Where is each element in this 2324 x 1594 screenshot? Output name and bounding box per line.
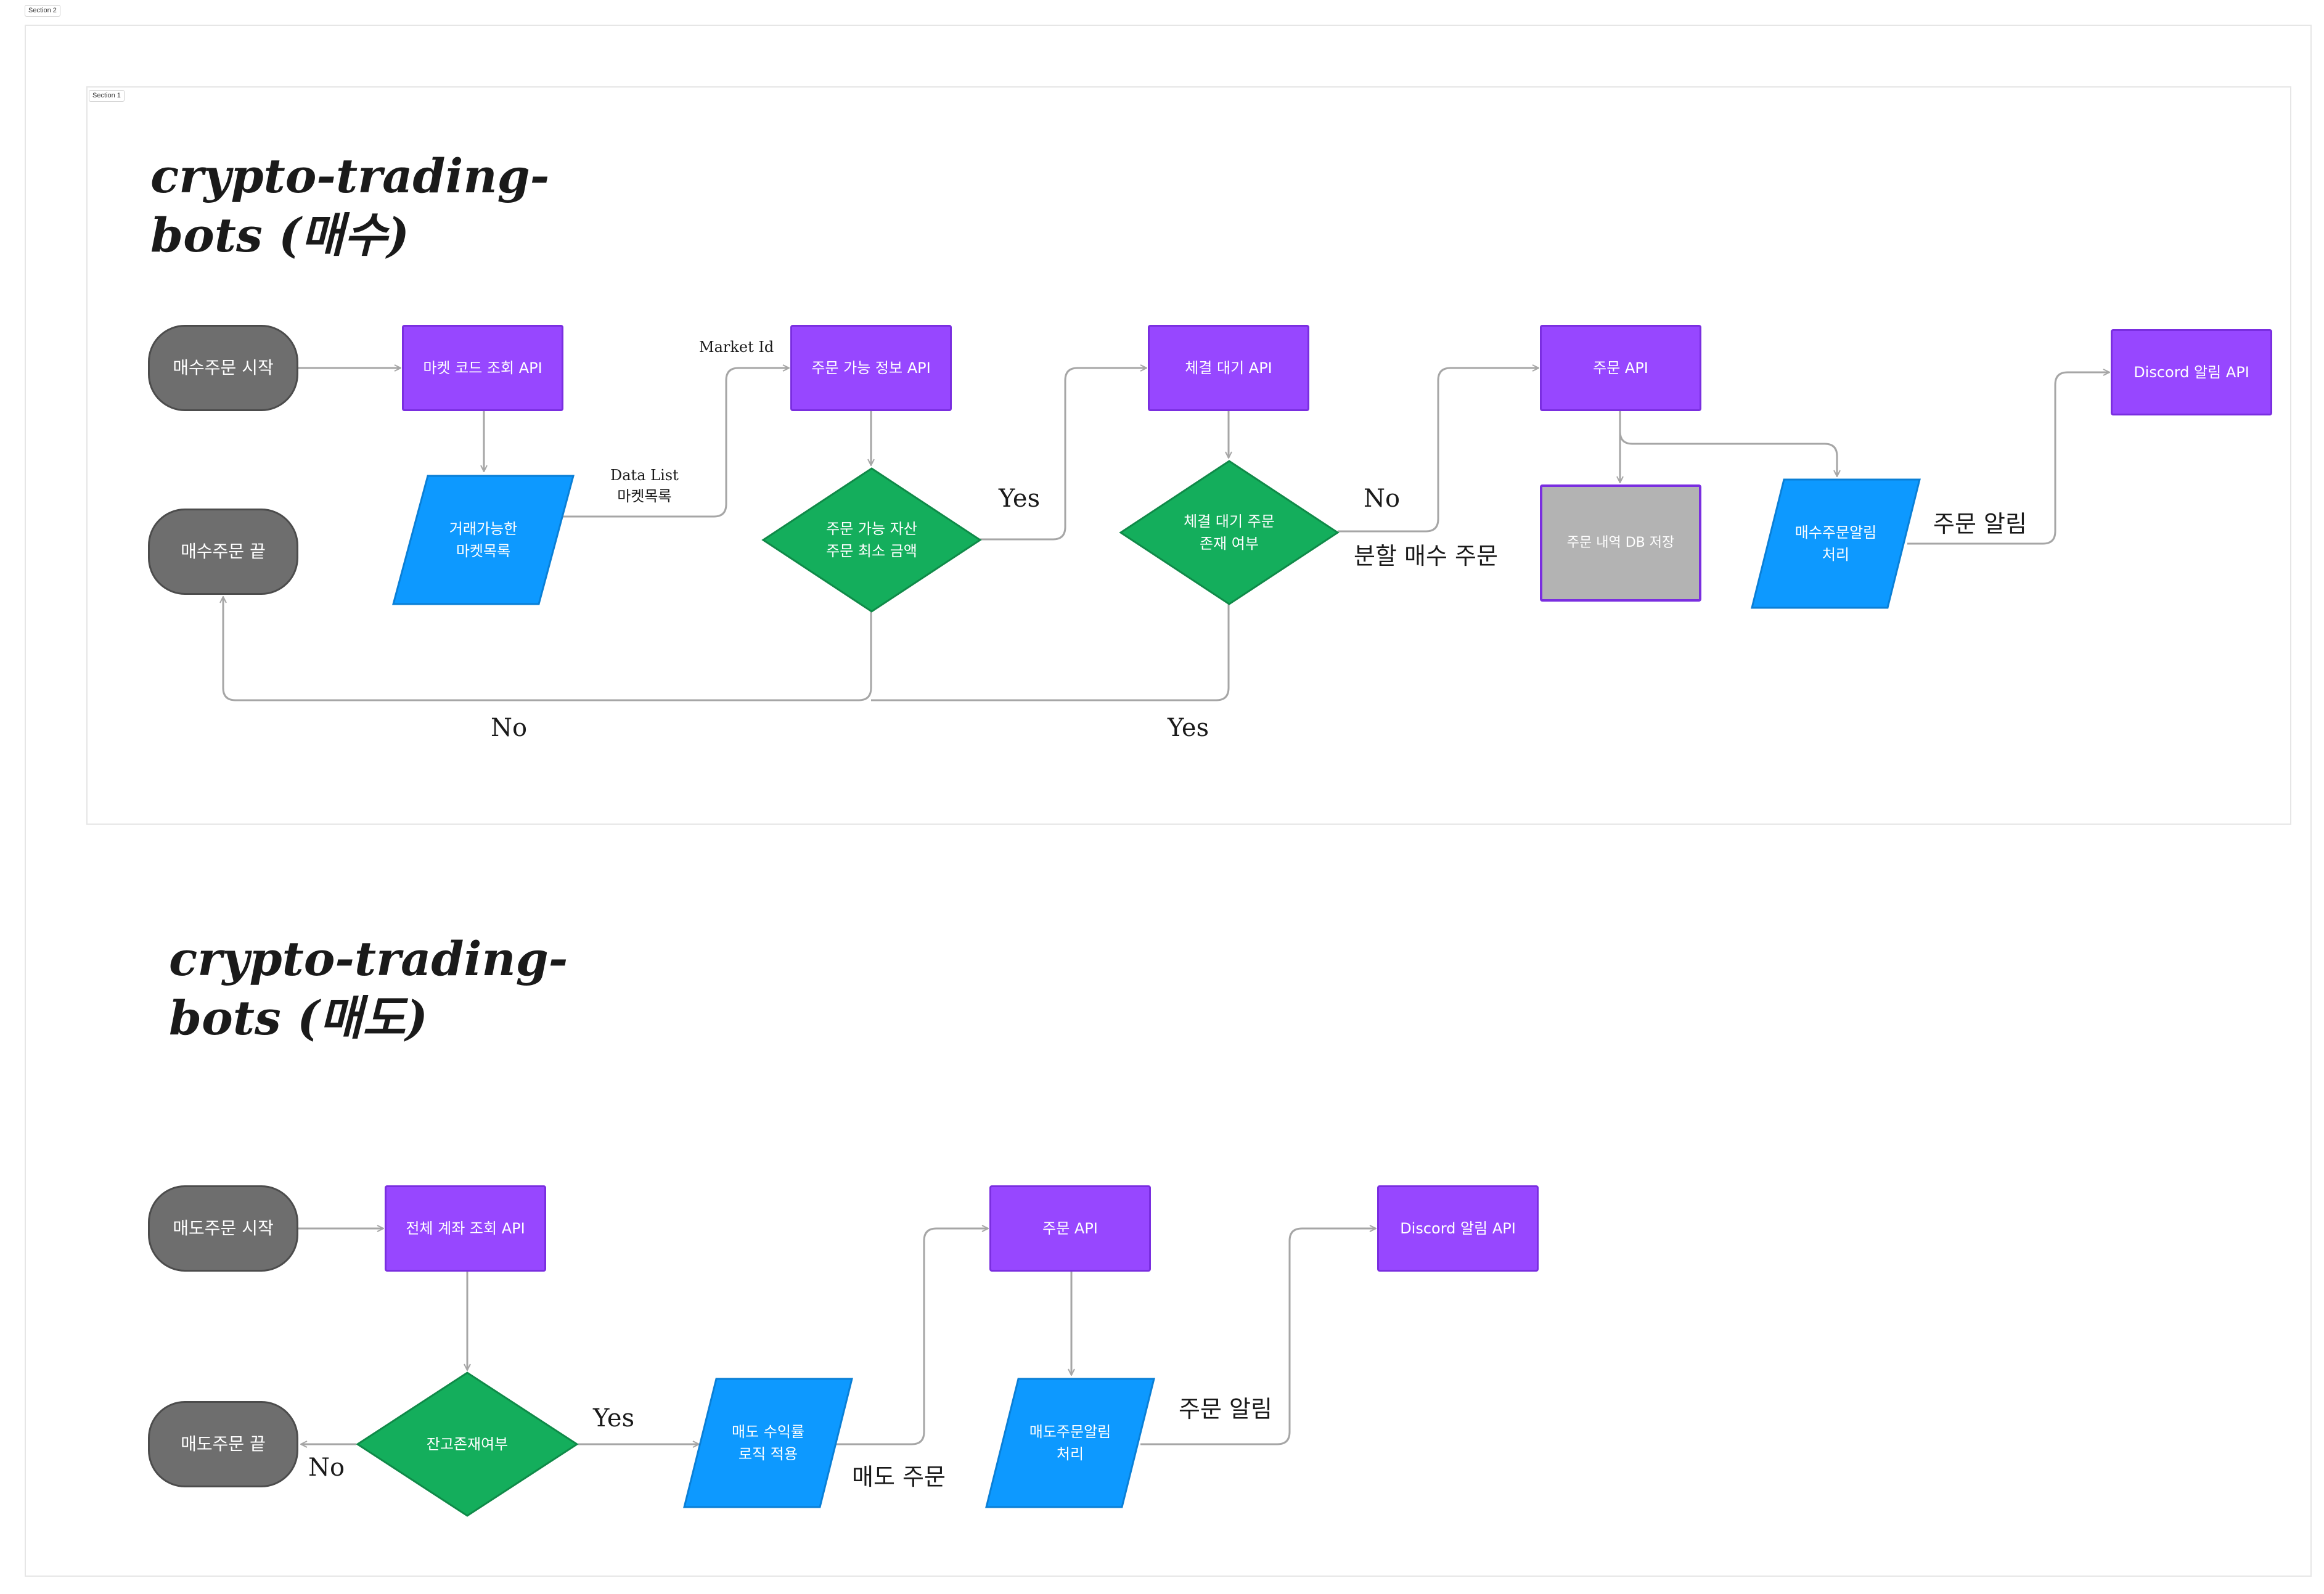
edge-pending-yes-merge [871, 604, 1230, 701]
buy-discord-api-node[interactable]: Discord 알림 API [2111, 329, 2272, 415]
buy-end-node[interactable]: 매수주문 끝 [148, 509, 298, 595]
label-no-bottom: No [491, 714, 528, 742]
edge-asset-yes-to-pending [980, 368, 1147, 541]
edge-pending-no-to-order [1338, 368, 1539, 533]
tradable-markets-label: 거래가능한 마켓목록 [449, 520, 518, 560]
pending-check-decision[interactable]: 체결 대기 주문 존재 여부 [1118, 460, 1340, 605]
label-sell-yes: Yes [593, 1404, 635, 1433]
profit-logic-node[interactable]: 매도 수익률 로직 적용 [682, 1378, 854, 1508]
account-api-node[interactable]: 전체 계좌 조회 API [385, 1185, 546, 1272]
parallelogram-shape [1751, 478, 1921, 609]
diamond-shape [1119, 460, 1340, 605]
label-buy-order-notify: 주문 알림 [1933, 510, 2027, 537]
parallelogram-shape [392, 475, 575, 605]
section-1-frame [86, 86, 2291, 825]
label-sell-order-notify: 주문 알림 [1179, 1396, 1272, 1423]
section-2-tag[interactable]: Section 2 [25, 5, 60, 17]
sell-title-line2: bots (매도) [169, 991, 428, 1045]
sell-notify-label: 매도주문알림 처리 [1029, 1423, 1111, 1463]
sell-notify-node[interactable]: 매도주문알림 처리 [984, 1378, 1156, 1508]
balance-check-decision[interactable]: 잔고존재여부 [355, 1371, 579, 1517]
buy-title-line2: bots (매수) [150, 208, 409, 263]
asset-check-decision[interactable]: 주문 가능 자산 주문 최소 금액 [761, 467, 983, 613]
balance-check-label: 잔고존재여부 [426, 1436, 509, 1453]
order-info-api-node[interactable]: 주문 가능 정보 API [790, 325, 952, 411]
db-save-node[interactable]: 주문 내역 DB 저장 [1540, 484, 1701, 602]
pending-api-node[interactable]: 체결 대기 API [1148, 325, 1309, 411]
label-market-id: Market Id [699, 338, 774, 356]
buy-notify-label: 매수주문알림 처리 [1794, 524, 1877, 563]
section-1-tag[interactable]: Section 1 [89, 90, 125, 102]
parallelogram-shape [683, 1378, 853, 1508]
buy-start-node[interactable]: 매수주문 시작 [148, 325, 298, 411]
section-2-frame [25, 25, 2312, 1577]
diamond-shape [761, 467, 982, 613]
parallelogram-shape [985, 1378, 1155, 1508]
buy-title: crypto-trading- bots (매수) [150, 147, 549, 265]
asset-check-label: 주문 가능 자산 주문 최소 금액 [826, 520, 917, 560]
edge-logic-to-order [835, 1228, 988, 1445]
tradable-markets-node[interactable]: 거래가능한 마켓목록 [391, 475, 576, 605]
buy-title-line1: crypto-trading- [150, 149, 550, 203]
edge-order-to-notify [1619, 431, 1837, 476]
market-code-api-node[interactable]: 마켓 코드 조회 API [402, 325, 563, 411]
sell-start-node[interactable]: 매도주문 시작 [148, 1185, 298, 1272]
sell-discord-api-node[interactable]: Discord 알림 API [1377, 1185, 1539, 1272]
profit-logic-label: 매도 수익률 로직 적용 [731, 1423, 805, 1463]
label-yes-asset: Yes [999, 484, 1041, 513]
label-sell-no: No [308, 1453, 345, 1482]
order-api-node[interactable]: 주문 API [1540, 325, 1701, 411]
label-no-pending: No [1364, 484, 1401, 513]
label-split-buy: 분할 매수 주문 [1354, 542, 1498, 570]
sell-title: crypto-trading- bots (매도) [169, 930, 568, 1048]
edge-sell-notify-to-discord [1140, 1228, 1376, 1445]
sell-title-line1: crypto-trading- [169, 931, 568, 986]
edge-list-to-order-info [558, 368, 789, 518]
label-sell-order: 매도 주문 [852, 1463, 946, 1490]
edge-asset-no-to-end [223, 597, 872, 701]
diamond-shape [356, 1371, 579, 1517]
pending-check-label: 체결 대기 주문 존재 여부 [1184, 513, 1275, 552]
label-data-list: Data List 마켓목록 [610, 467, 679, 505]
label-yes-bottom: Yes [1168, 714, 1209, 742]
sell-order-api-node[interactable]: 주문 API [989, 1185, 1151, 1272]
edge-notify-to-discord [1907, 372, 2109, 545]
sell-end-node[interactable]: 매도주문 끝 [148, 1401, 298, 1487]
buy-notify-node[interactable]: 매수주문알림 처리 [1749, 478, 1922, 609]
